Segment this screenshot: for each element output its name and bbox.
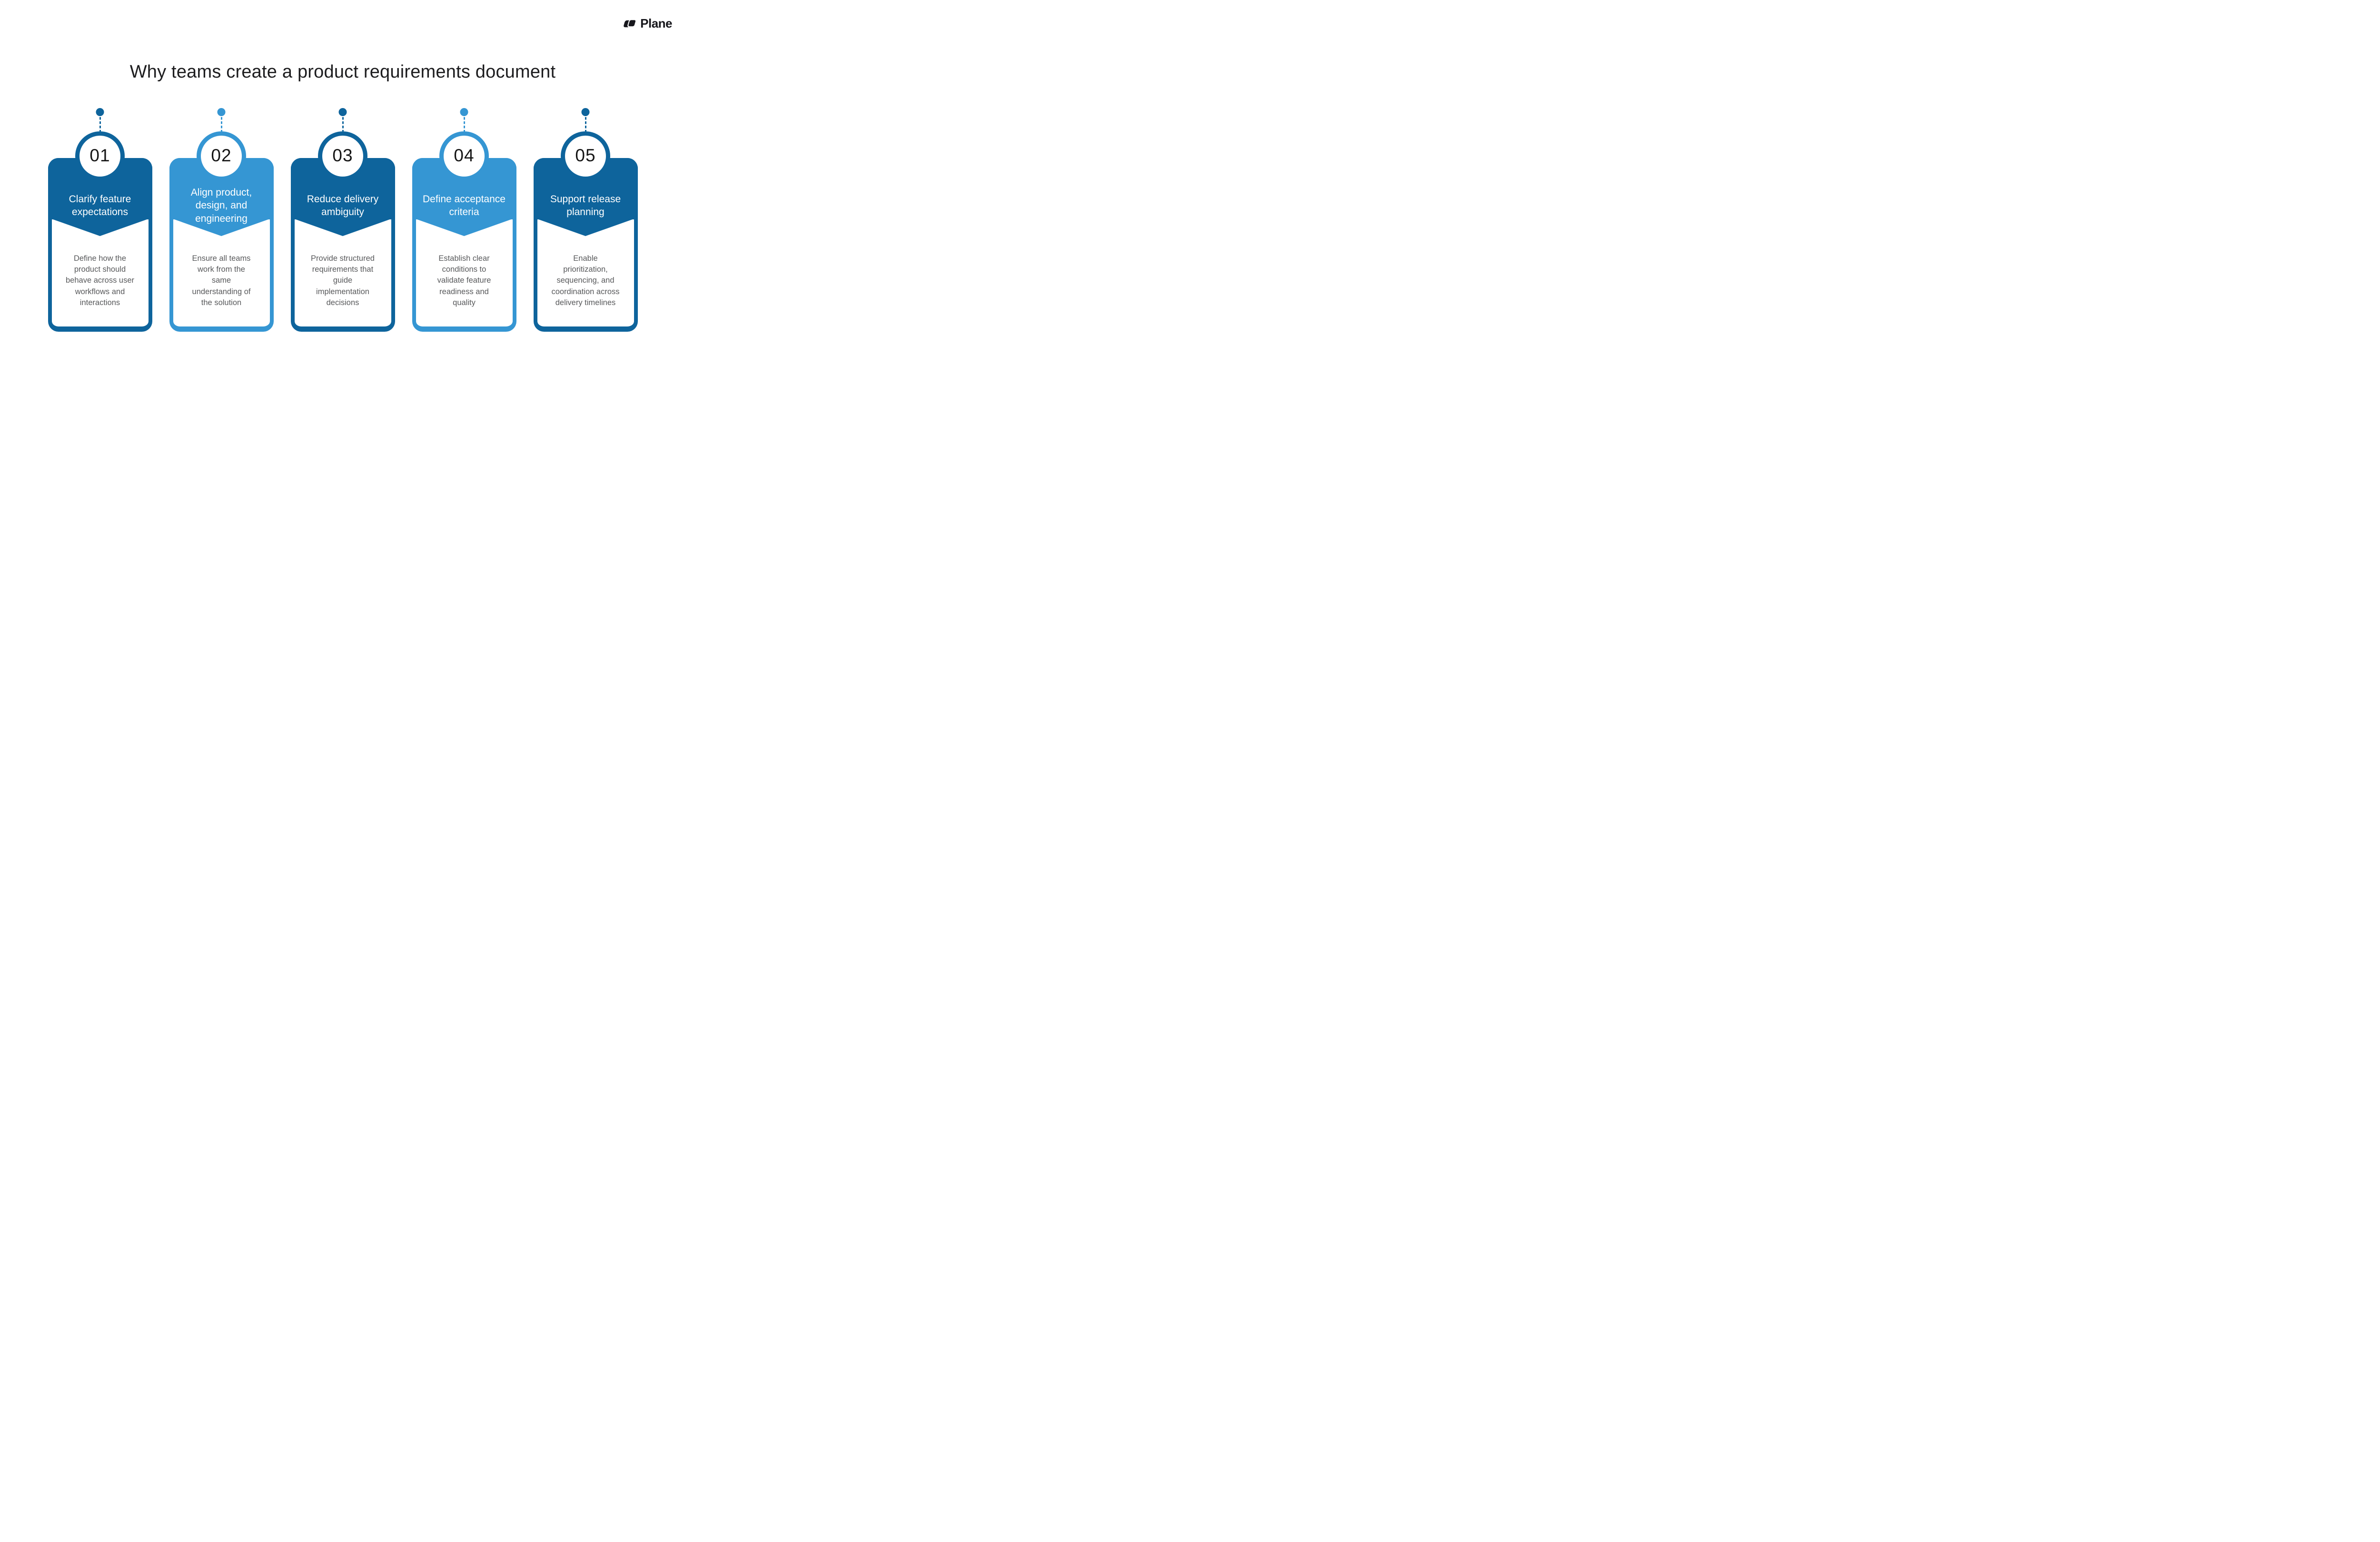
connector-dot-icon (338, 108, 347, 116)
connector-dashed-line (220, 117, 222, 132)
step-number: 05 (575, 146, 596, 165)
step-card-3: 03 Reduce delivery ambiguity Provide str… (290, 108, 395, 332)
cards-row: 01 Clarify feature expectations Define h… (0, 108, 685, 332)
card-title: Support release planning (550, 193, 621, 217)
step-number-circle: 01 (75, 131, 125, 181)
infographic-canvas: Plane Why teams create a product require… (0, 0, 685, 386)
card-description: Define how the product should behave acr… (66, 254, 134, 307)
connector-dashed-line (463, 117, 465, 132)
brand-name: Plane (640, 16, 672, 30)
step-card-1: 01 Clarify feature expectations Define h… (48, 108, 152, 332)
connector-dot-icon (96, 108, 104, 116)
card-title: Align product, design, and engineering (190, 187, 252, 224)
step-card-4: 04 Define acceptance criteria Establish … (412, 108, 516, 332)
step-number: 01 (89, 146, 110, 165)
plane-logo-icon (623, 18, 637, 29)
connector-dashed-line (585, 117, 586, 132)
connector-dot-icon (217, 108, 226, 116)
step-number: 03 (332, 146, 353, 165)
step-card-5: 05 Support release planning Enable prior… (533, 108, 638, 332)
card-description: Enable prioritization, sequencing, and c… (551, 254, 620, 307)
card-description: Provide structured requirements that gui… (311, 254, 375, 307)
brand-logo: Plane (623, 16, 672, 31)
card-description: Ensure all teams work from the same unde… (192, 254, 251, 307)
connector-dashed-line (99, 117, 101, 132)
step-number-circle: 04 (439, 131, 489, 181)
card-title: Reduce delivery ambiguity (307, 193, 379, 217)
connector-dot-icon (460, 108, 468, 116)
step-number-circle: 05 (561, 131, 610, 181)
card-title: Clarify feature expectations (69, 193, 131, 217)
connector-dashed-line (342, 117, 344, 132)
connector-dot-icon (581, 108, 590, 116)
step-number-circle: 03 (318, 131, 367, 181)
page-title: Why teams create a product requirements … (129, 62, 556, 82)
card-title: Define acceptance criteria (423, 193, 506, 217)
step-number: 04 (454, 146, 475, 165)
step-number-circle: 02 (197, 131, 246, 181)
card-description: Establish clear conditions to validate f… (437, 254, 491, 307)
step-number: 02 (211, 146, 232, 165)
step-card-2: 02 Align product, design, and engineerin… (169, 108, 274, 332)
